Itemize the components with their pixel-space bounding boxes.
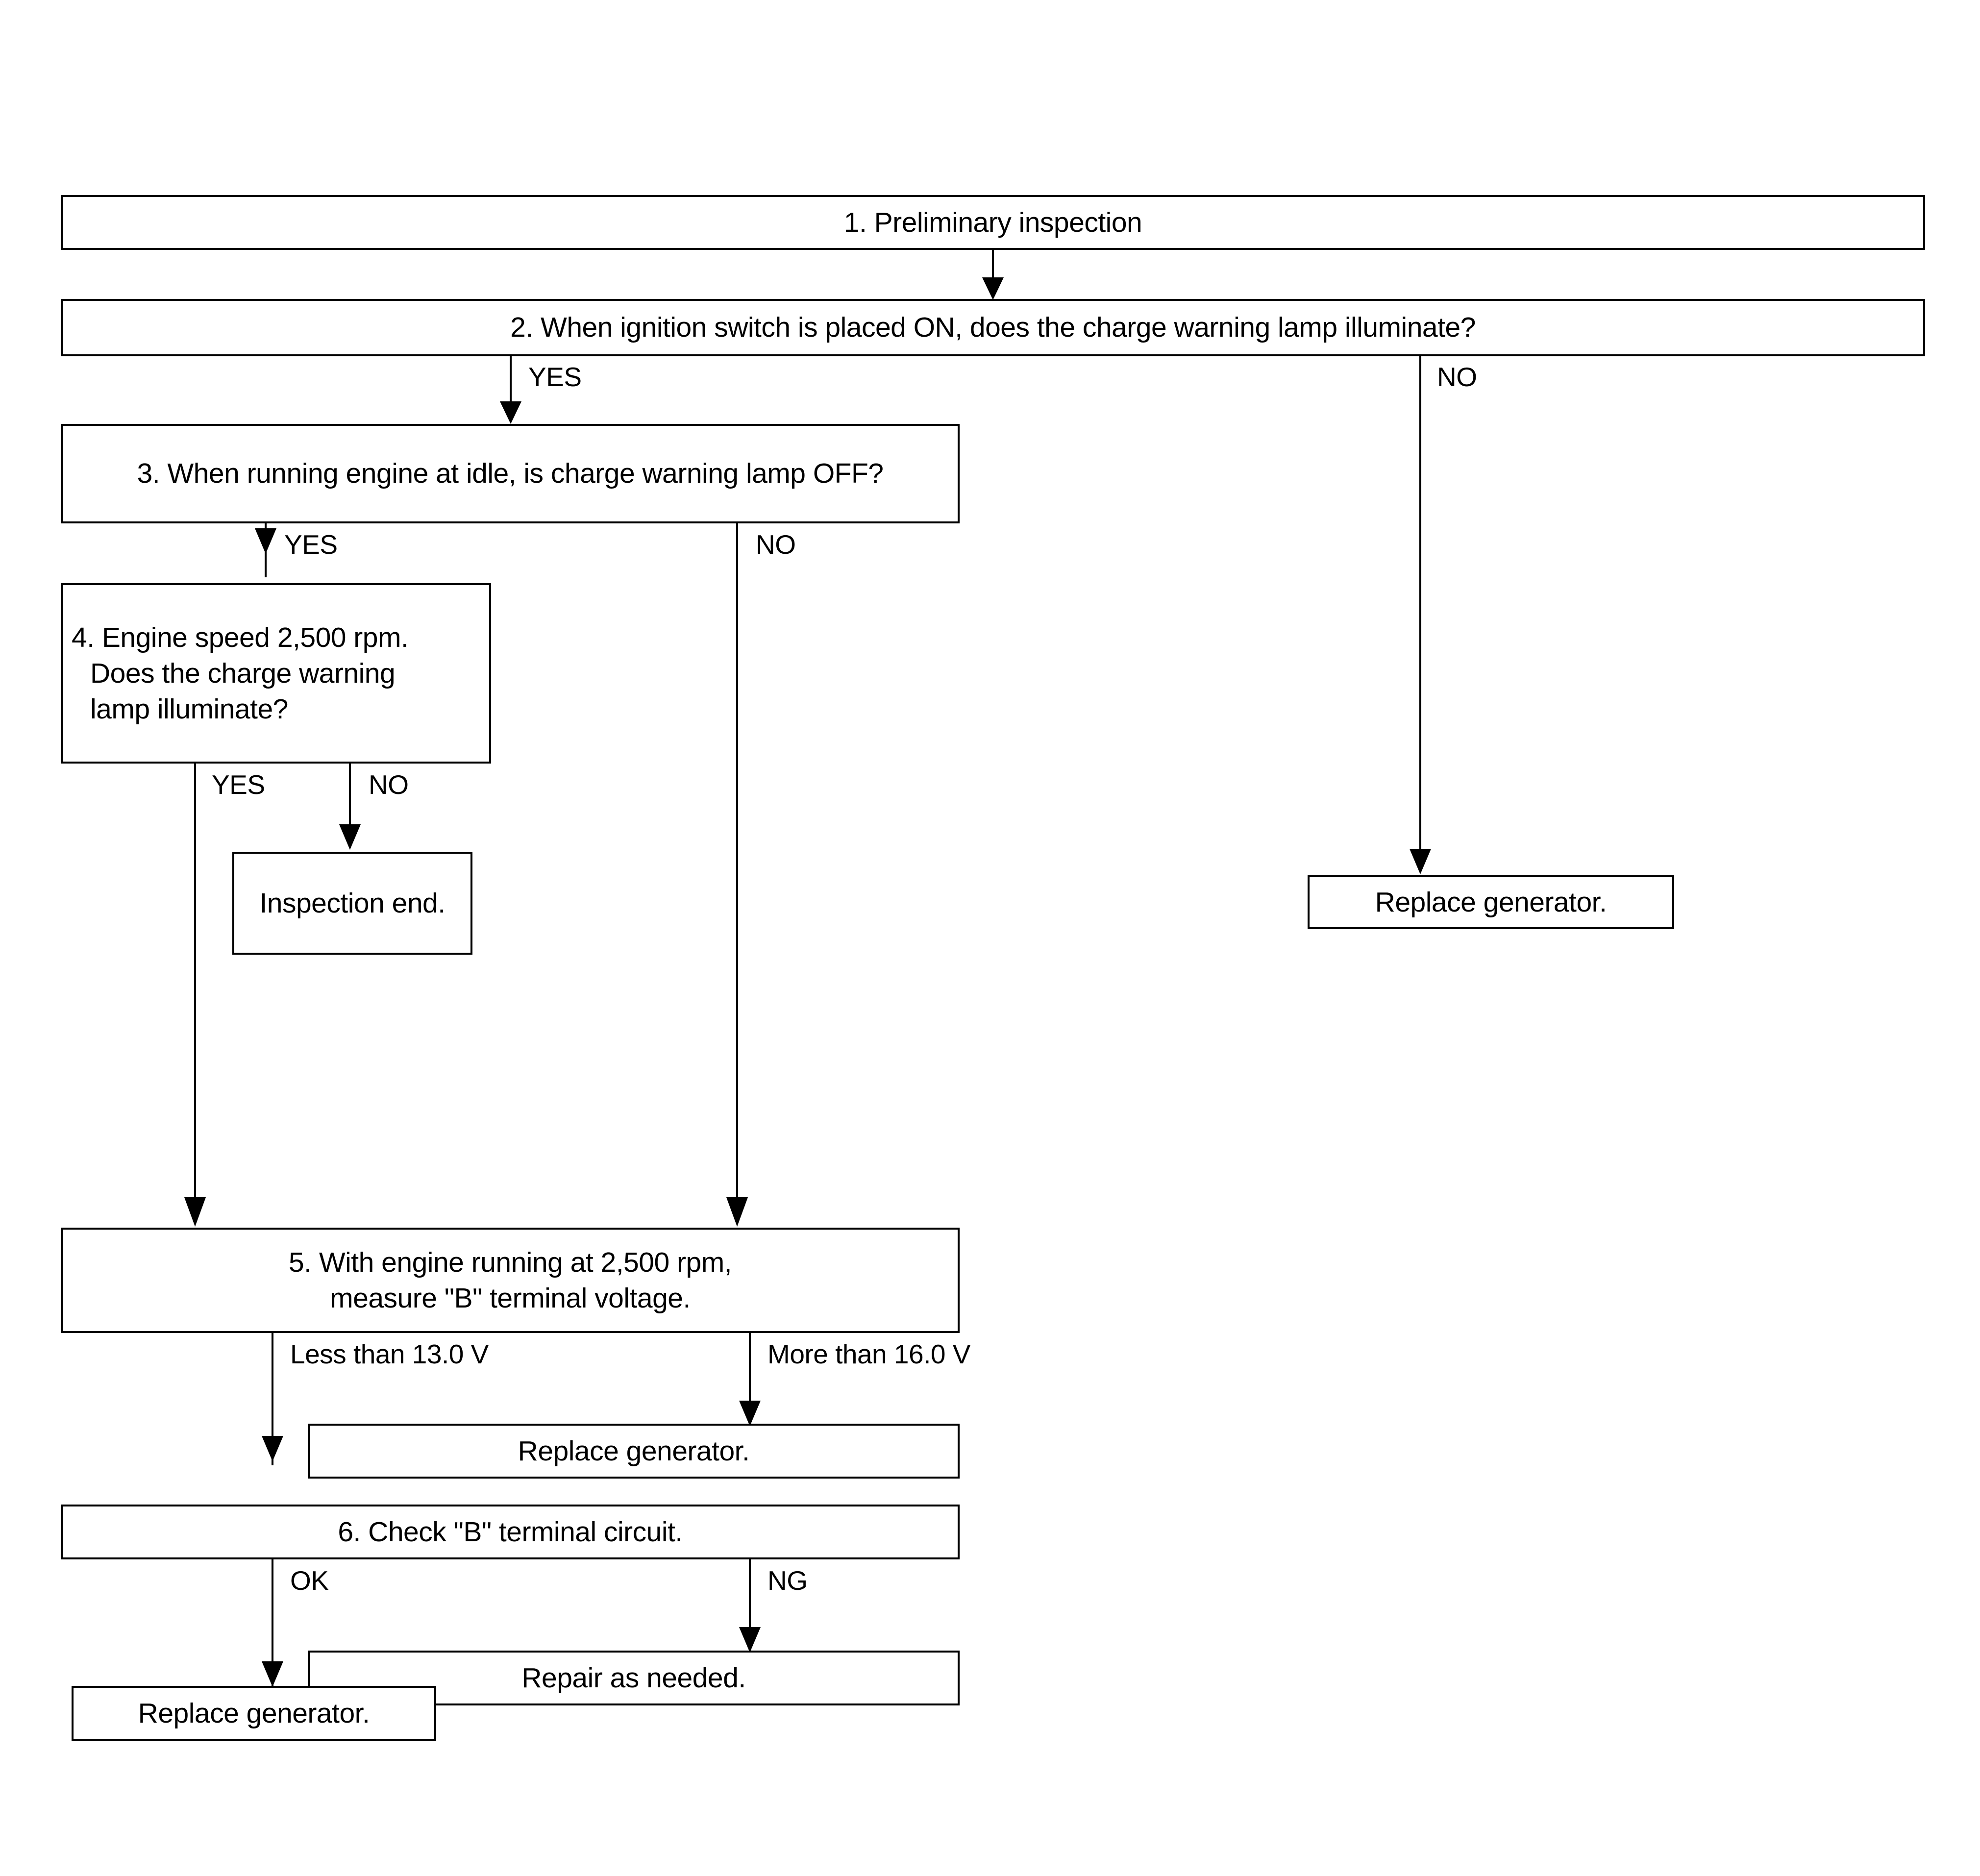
- node-step-3-label: 3. When running engine at idle, is charg…: [137, 458, 884, 489]
- node-step-4-label: 4. Engine speed 2,500 rpm. Does the char…: [72, 621, 409, 725]
- node-replace-generator-bottom-label: Replace generator.: [138, 1697, 370, 1729]
- arrowhead-step6-ok: [262, 1661, 283, 1687]
- connector-step1-step2: [992, 250, 994, 282]
- node-step-5-label: 5. With engine running at 2,500 rpm, mea…: [288, 1246, 732, 1314]
- connector-step4-no: [349, 764, 351, 827]
- connector-step2-yes: [510, 356, 512, 405]
- connector-step4-yes: [194, 764, 196, 1200]
- node-step-1-label: 1. Preliminary inspection: [843, 206, 1142, 238]
- connector-step5-more: [749, 1333, 751, 1406]
- node-step-1: 1. Preliminary inspection: [61, 195, 1925, 250]
- edge-label-step3-yes: YES: [284, 529, 338, 560]
- edge-label-step5-more: More than 16.0 V: [767, 1339, 970, 1369]
- node-repair-as-needed-label: Repair as needed.: [521, 1662, 746, 1694]
- arrowhead-step5-less: [262, 1436, 283, 1461]
- arrowhead-step4-yes: [184, 1197, 206, 1227]
- edge-label-step6-ng: NG: [767, 1565, 808, 1596]
- node-inspection-end-label: Inspection end.: [259, 887, 446, 919]
- node-replace-generator-right: Replace generator.: [1308, 875, 1674, 929]
- node-step-4: 4. Engine speed 2,500 rpm. Does the char…: [61, 583, 491, 764]
- connector-step5-less: [272, 1333, 273, 1465]
- node-step-6-label: 6. Check "B" terminal circuit.: [338, 1516, 683, 1548]
- edge-label-step4-no: NO: [369, 769, 409, 800]
- node-replace-generator-mid-label: Replace generator.: [518, 1435, 750, 1467]
- connector-step2-no: [1419, 356, 1421, 851]
- node-step-3: 3. When running engine at idle, is charg…: [61, 424, 960, 523]
- edge-label-step3-no: NO: [756, 529, 796, 560]
- arrowhead-step5-more: [739, 1401, 761, 1426]
- edge-label-step2-no: NO: [1437, 362, 1477, 392]
- connector-step6-ng: [749, 1559, 751, 1632]
- edge-label-step5-less: Less than 13.0 V: [290, 1339, 489, 1369]
- node-step-2: 2. When ignition switch is placed ON, do…: [61, 299, 1925, 356]
- node-inspection-end: Inspection end.: [232, 852, 472, 955]
- edge-label-step4-yes: YES: [212, 769, 265, 800]
- edge-label-step6-ok: OK: [290, 1565, 329, 1596]
- node-replace-generator-right-label: Replace generator.: [1375, 886, 1607, 918]
- arrowhead-step2-yes: [500, 401, 521, 424]
- arrowhead-step1-step2: [982, 277, 1004, 300]
- node-replace-generator-mid: Replace generator.: [308, 1424, 960, 1479]
- arrowhead-step3-yes: [255, 528, 276, 554]
- arrowhead-step2-no: [1410, 849, 1431, 874]
- arrowhead-step3-no: [726, 1197, 748, 1227]
- node-step-6: 6. Check "B" terminal circuit.: [61, 1505, 960, 1559]
- edge-label-step2-yes: YES: [528, 362, 582, 392]
- arrowhead-step4-no: [339, 824, 361, 850]
- node-replace-generator-bottom: Replace generator.: [72, 1686, 436, 1741]
- node-step-2-label: 2. When ignition switch is placed ON, do…: [510, 312, 1476, 343]
- connector-step3-no: [736, 523, 738, 1200]
- arrowhead-step6-ng: [739, 1627, 761, 1653]
- node-step-5: 5. With engine running at 2,500 rpm, mea…: [61, 1228, 960, 1333]
- connector-step6-ok: [272, 1559, 273, 1692]
